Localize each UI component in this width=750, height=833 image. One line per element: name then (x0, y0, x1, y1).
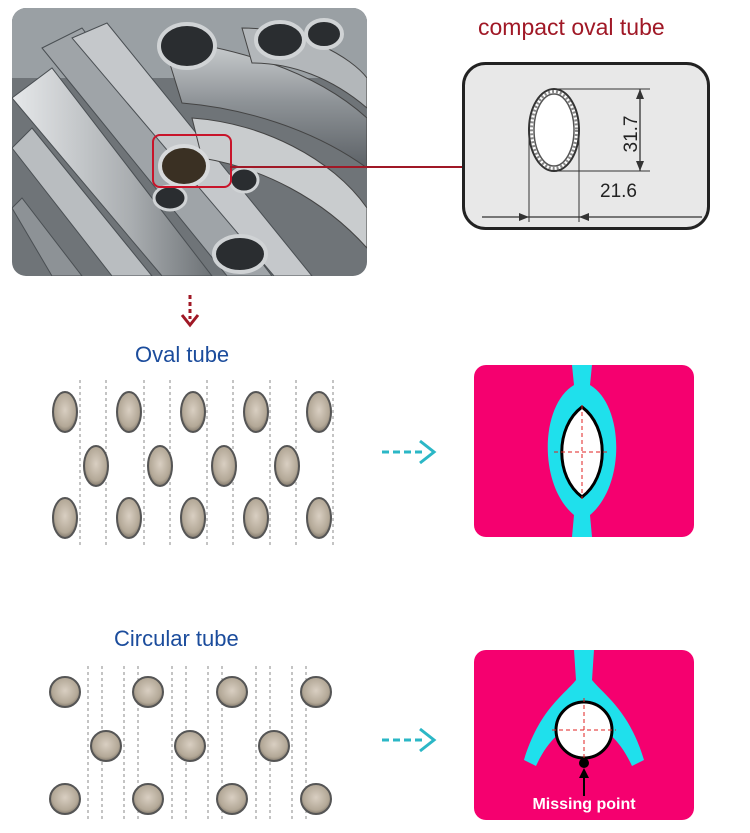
oval-tube-array (52, 380, 334, 545)
dashed-right-arrow-icon (382, 439, 437, 465)
dashed-right-arrow-icon (382, 727, 437, 753)
circular-fin-detail-panel: Missing point (474, 650, 694, 820)
missing-point-label: Missing point (532, 796, 636, 813)
tube-bundle-photo (12, 8, 367, 276)
width-dimension-label: 21.6 (600, 181, 637, 202)
circular-tube-title: Circular tube (114, 626, 239, 651)
dotted-down-arrow-icon (180, 295, 200, 328)
missing-point-marker (579, 758, 589, 768)
oval-inner-wall (533, 93, 575, 167)
height-dimension-label: 31.7 (621, 115, 642, 153)
oval-tube-title: Oval tube (135, 342, 230, 367)
compact-oval-tube-title: compact oval tube (478, 14, 665, 40)
circular-tube-array (49, 666, 332, 821)
tube-bundle-illustration (12, 8, 367, 276)
oval-tube-dimension-drawing: 31.7 21.6 (462, 62, 710, 230)
oval-fin-detail-panel (474, 365, 694, 537)
